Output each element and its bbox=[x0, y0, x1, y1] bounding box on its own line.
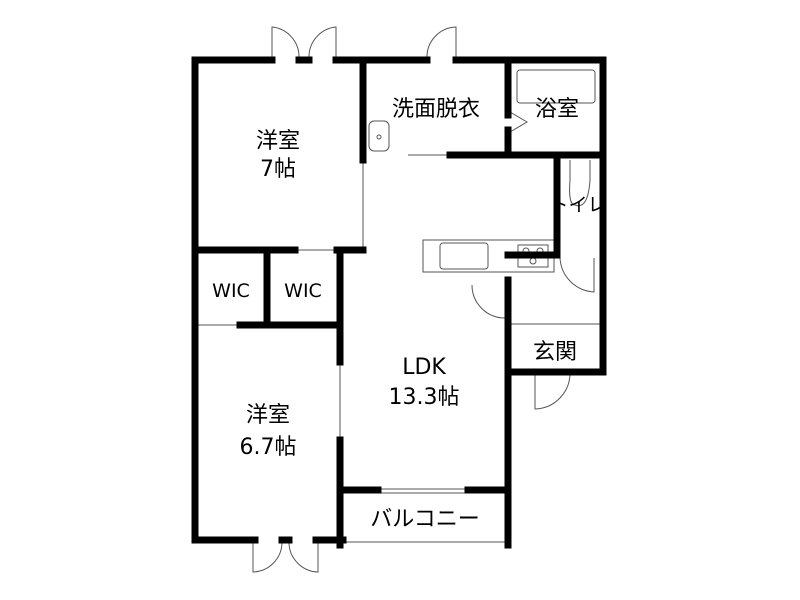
sink-icon bbox=[368, 120, 390, 152]
door-swing-icon bbox=[509, 111, 528, 133]
door-swing-icon bbox=[534, 371, 571, 410]
room-name-western-2: 洋室 bbox=[246, 403, 290, 428]
room-size-ldk: 13.3帖 bbox=[389, 385, 460, 410]
walls bbox=[191, 56, 607, 549]
door-swing-icon bbox=[471, 284, 506, 319]
kitchen-sink-icon bbox=[439, 242, 489, 270]
room-name-bathroom: 浴室 bbox=[535, 97, 579, 122]
room-name-washroom: 洗面脱衣 bbox=[392, 97, 480, 122]
room-name-wic-1: WIC bbox=[212, 280, 250, 302]
room-name-western-1: 洋室 bbox=[256, 129, 300, 154]
room-name-balcony: バルコニー bbox=[370, 507, 480, 532]
door-swing-icon bbox=[252, 540, 283, 573]
fixtures bbox=[195, 26, 600, 573]
room-name-ldk: LDK bbox=[402, 355, 446, 380]
toilet-icon bbox=[569, 160, 591, 207]
room-size-western-2: 6.7帖 bbox=[240, 435, 297, 460]
door-swing-icon bbox=[559, 257, 595, 293]
door-swing-icon bbox=[271, 26, 300, 60]
room-name-wic-2: WIC bbox=[284, 280, 322, 302]
door-swing-icon bbox=[288, 540, 319, 573]
room-name-toilet: トイレ bbox=[549, 194, 606, 216]
door-swing-icon bbox=[426, 26, 457, 60]
room-name-entrance: 玄関 bbox=[533, 340, 577, 365]
door-swing-icon bbox=[308, 26, 337, 60]
room-size-western-1: 7帖 bbox=[260, 157, 296, 182]
bathtub-icon bbox=[516, 69, 596, 104]
